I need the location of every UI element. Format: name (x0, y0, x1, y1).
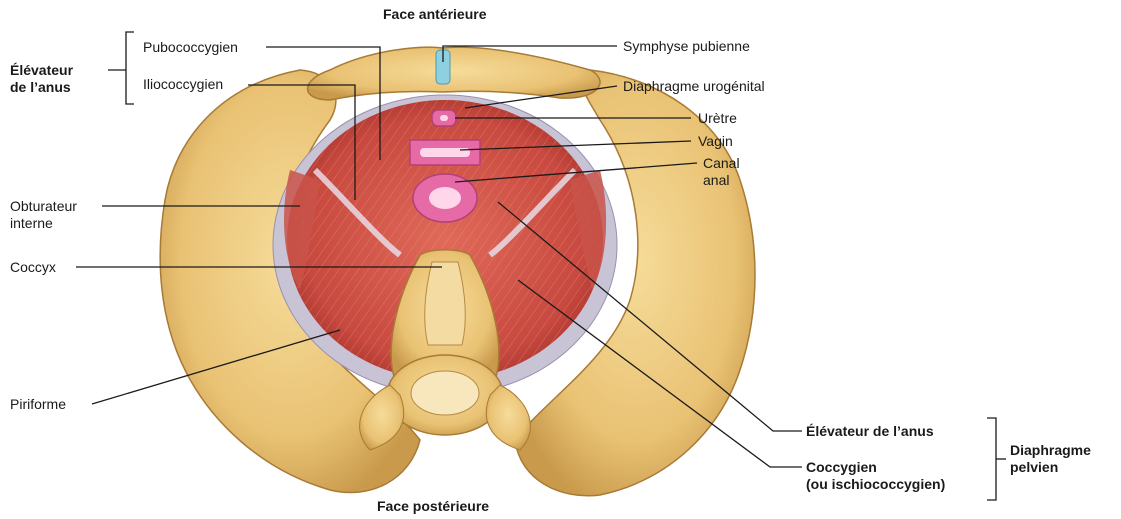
label-symphyse-pubienne: Symphyse pubienne (623, 38, 750, 55)
group-label-diaphragme-line1: Diaphragme (1010, 442, 1091, 459)
title-anterior: Face antérieure (383, 6, 487, 23)
left-group-bracket (126, 32, 134, 104)
label-coccygien-line1: Coccygien (806, 459, 945, 476)
label-coccygien: Coccygien (ou ischiococcygien) (806, 459, 945, 493)
label-pubococcygien: Pubococcygien (143, 39, 238, 56)
label-uretre: Urètre (698, 110, 737, 127)
label-coccygien-line2: (ou ischiococcygien) (806, 476, 945, 493)
pubic-arch (308, 47, 601, 100)
label-elevateur-anus: Élévateur de l’anus (806, 423, 934, 440)
label-obturateur-line1: Obturateur (10, 198, 77, 215)
label-coccyx: Coccyx (10, 259, 56, 276)
label-vagin: Vagin (698, 133, 733, 150)
right-group-bracket (987, 418, 996, 500)
label-canal-anal: Canal anal (703, 155, 740, 189)
label-piriforme: Piriforme (10, 396, 66, 413)
group-label-diaphragme-line2: pelvien (1010, 459, 1091, 476)
group-label-elevateur: Élévateur de l’anus (10, 62, 73, 96)
coccyx-bone (425, 262, 465, 345)
label-iliococcygien: Iliococcygien (143, 76, 223, 93)
label-canal-anal-line2: anal (703, 172, 740, 189)
group-label-elevateur-line2: de l’anus (10, 79, 73, 96)
group-label-diaphragme-pelvien: Diaphragme pelvien (1010, 442, 1091, 476)
group-label-elevateur-line1: Élévateur (10, 62, 73, 79)
label-obturateur: Obturateur interne (10, 198, 77, 232)
label-obturateur-line2: interne (10, 215, 77, 232)
label-diaphragme-urogenital: Diaphragme urogénital (623, 78, 765, 95)
label-canal-anal-line1: Canal (703, 155, 740, 172)
title-posterior: Face postérieure (377, 498, 489, 515)
